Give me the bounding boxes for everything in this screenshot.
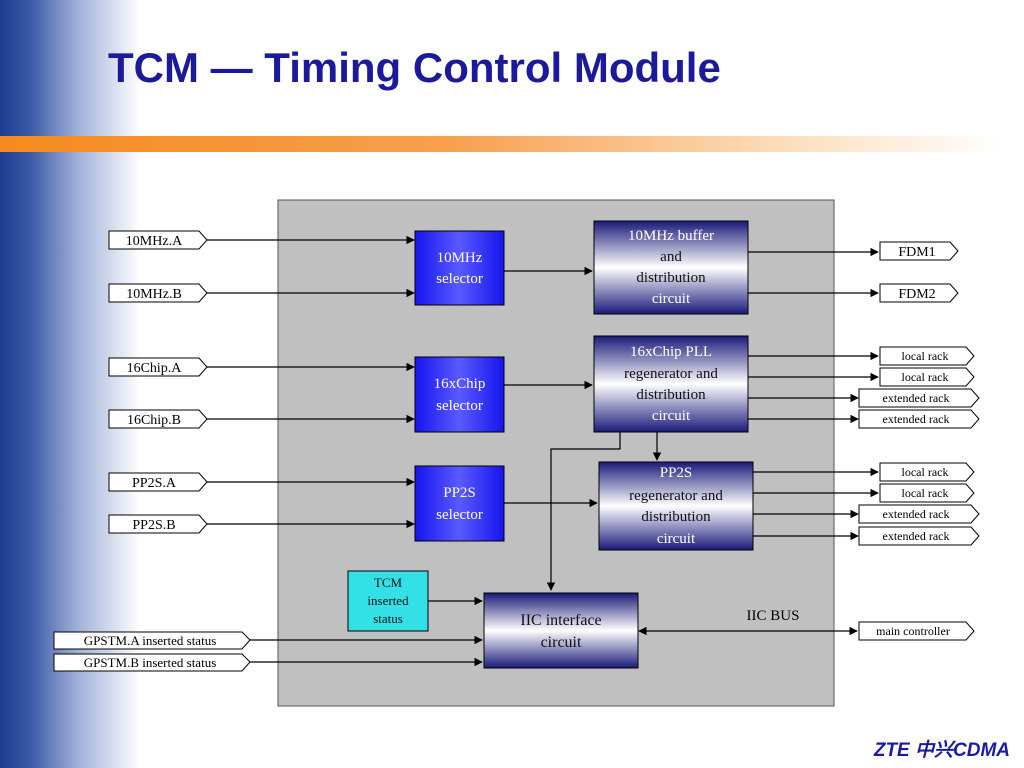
output-label: FDM1 (898, 245, 935, 260)
output-label: local rack (902, 349, 949, 363)
block-text: TCM (374, 575, 403, 590)
block-text: distribution (641, 509, 711, 525)
block-text: regenerator and (629, 488, 723, 504)
input-label: 10MHz.B (126, 287, 182, 302)
block-text: selector (436, 507, 483, 523)
output-chip-extended-rack-2: extended rack (858, 409, 980, 429)
output-label: local rack (902, 465, 949, 479)
input-mhz-a: 10MHz.A (108, 230, 208, 250)
block-text: distribution (636, 387, 706, 403)
block-text: PP2S (660, 465, 693, 481)
block-text: inserted (367, 593, 409, 608)
input-gpstm-a: GPSTM.A inserted status (53, 631, 251, 650)
input-chip-a: 16Chip.A (108, 357, 208, 377)
output-pp2s-extended-rack-1: extended rack (858, 504, 980, 524)
block-text: PP2S (443, 485, 476, 501)
output-label: FDM2 (898, 287, 935, 302)
input-label: 16Chip.B (127, 413, 181, 428)
block-text: and (660, 249, 682, 265)
input-mhz-b: 10MHz.B (108, 283, 208, 303)
input-chip-b: 16Chip.B (108, 409, 208, 429)
block-text: selector (436, 271, 483, 287)
block-16xchip-pll: 16xChip PLL regenerator and distribution… (593, 335, 749, 433)
block-pp2s-selector: PP2S selector (414, 465, 505, 542)
output-chip-local-rack-1: local rack (879, 346, 975, 366)
page-title: TCM — Timing Control Module (108, 44, 721, 91)
output-label: main controller (876, 624, 950, 638)
input-label: 10MHz.A (126, 234, 183, 249)
block-text: 16xChip (434, 376, 486, 392)
output-label: local rack (902, 370, 949, 384)
output-fdm1: FDM1 (879, 241, 959, 261)
output-chip-local-rack-2: local rack (879, 367, 975, 387)
block-tcm-inserted-status: TCM inserted status (347, 570, 429, 632)
signal-lines (207, 235, 879, 667)
block-text: selector (436, 398, 483, 414)
input-pp2s-a: PP2S.A (108, 472, 208, 492)
block-text: 10MHz (437, 250, 483, 266)
output-label: extended rack (883, 507, 950, 521)
block-iic-interface: IIC interface circuit (483, 592, 639, 669)
block-text: circuit (541, 634, 582, 651)
input-label: GPSTM.A inserted status (84, 633, 217, 648)
block-text: circuit (657, 531, 696, 547)
output-label: extended rack (883, 412, 950, 426)
input-label: PP2S.B (132, 518, 175, 533)
output-pp2s-local-rack-1: local rack (879, 462, 975, 482)
input-label: PP2S.A (132, 476, 177, 491)
output-label: local rack (902, 486, 949, 500)
block-10mhz-buffer: 10MHz buffer and distribution circuit (593, 220, 749, 315)
input-gpstm-b: GPSTM.B inserted status (53, 653, 251, 672)
output-fdm2: FDM2 (879, 283, 959, 303)
block-text: status (373, 611, 403, 626)
input-label: 16Chip.A (127, 361, 183, 376)
block-text: 10MHz buffer (628, 228, 714, 244)
block-text: 16xChip PLL (630, 344, 712, 360)
output-main-controller: main controller (858, 621, 975, 641)
output-pp2s-local-rack-2: local rack (879, 483, 975, 503)
output-pp2s-extended-rack-2: extended rack (858, 526, 980, 546)
output-label: extended rack (883, 529, 950, 543)
block-text: IIC interface (520, 612, 601, 629)
block-text: circuit (652, 291, 691, 307)
title-underline-bar (0, 136, 1000, 152)
block-text: regenerator and (624, 366, 718, 382)
block-text: circuit (652, 408, 691, 424)
block-10mhz-selector: 10MHz selector (414, 230, 505, 306)
iic-bus-label: IIC BUS (747, 608, 800, 624)
input-label: GPSTM.B inserted status (84, 655, 217, 670)
output-chip-extended-rack-1: extended rack (858, 388, 980, 408)
block-text: distribution (636, 270, 706, 286)
input-pp2s-b: PP2S.B (108, 514, 208, 534)
footer-brand: ZTE 中兴CDMA (873, 740, 1010, 761)
block-pp2s-regenerator: PP2S regenerator and distribution circui… (598, 461, 754, 551)
block-16xchip-selector: 16xChip selector (414, 356, 505, 433)
output-label: extended rack (883, 391, 950, 405)
